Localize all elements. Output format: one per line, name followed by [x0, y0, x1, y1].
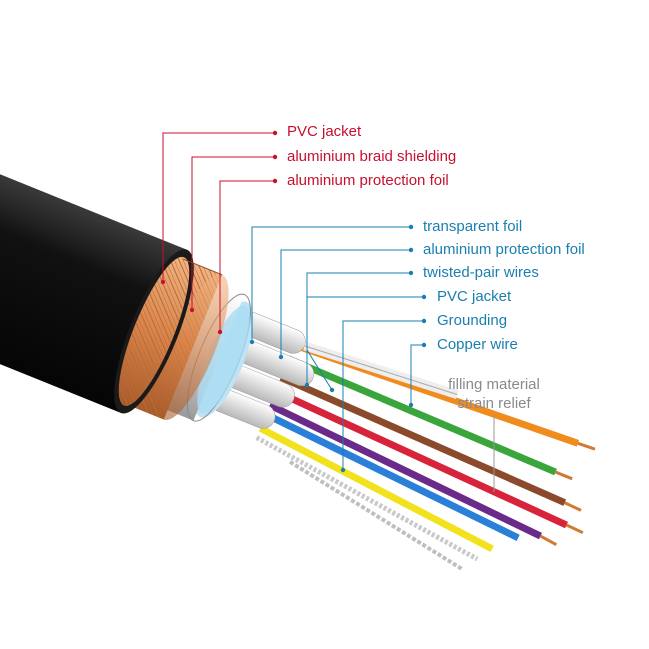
label-copper-wire: Copper wire	[437, 336, 518, 353]
transparent-foil-face	[197, 305, 250, 414]
label-braid-shielding: aluminium braid shielding	[287, 148, 457, 165]
label-transparent-foil: transparent foil	[423, 218, 523, 235]
leader-lines	[162, 132, 495, 492]
copper-wires	[255, 341, 596, 571]
label-grounding: Grounding	[437, 312, 508, 329]
braid-end-weave	[118, 256, 190, 406]
label-filling-material: filling material	[448, 376, 540, 393]
label-twisted-pair: twisted-pair wires	[423, 264, 539, 281]
label-pvc-jacket-outer: PVC jacket	[287, 123, 362, 140]
leader-dots	[160, 130, 427, 473]
braid-face	[157, 274, 229, 420]
label-pvc-jacket-inner: PVC jacket	[437, 288, 512, 305]
label-strain-relief: strain relief	[457, 395, 531, 412]
label-protection-foil-outer: aluminium protection foil	[287, 172, 449, 189]
braid-top-edge	[183, 258, 223, 276]
label-protection-foil-inner: aluminium protection foil	[423, 241, 585, 258]
